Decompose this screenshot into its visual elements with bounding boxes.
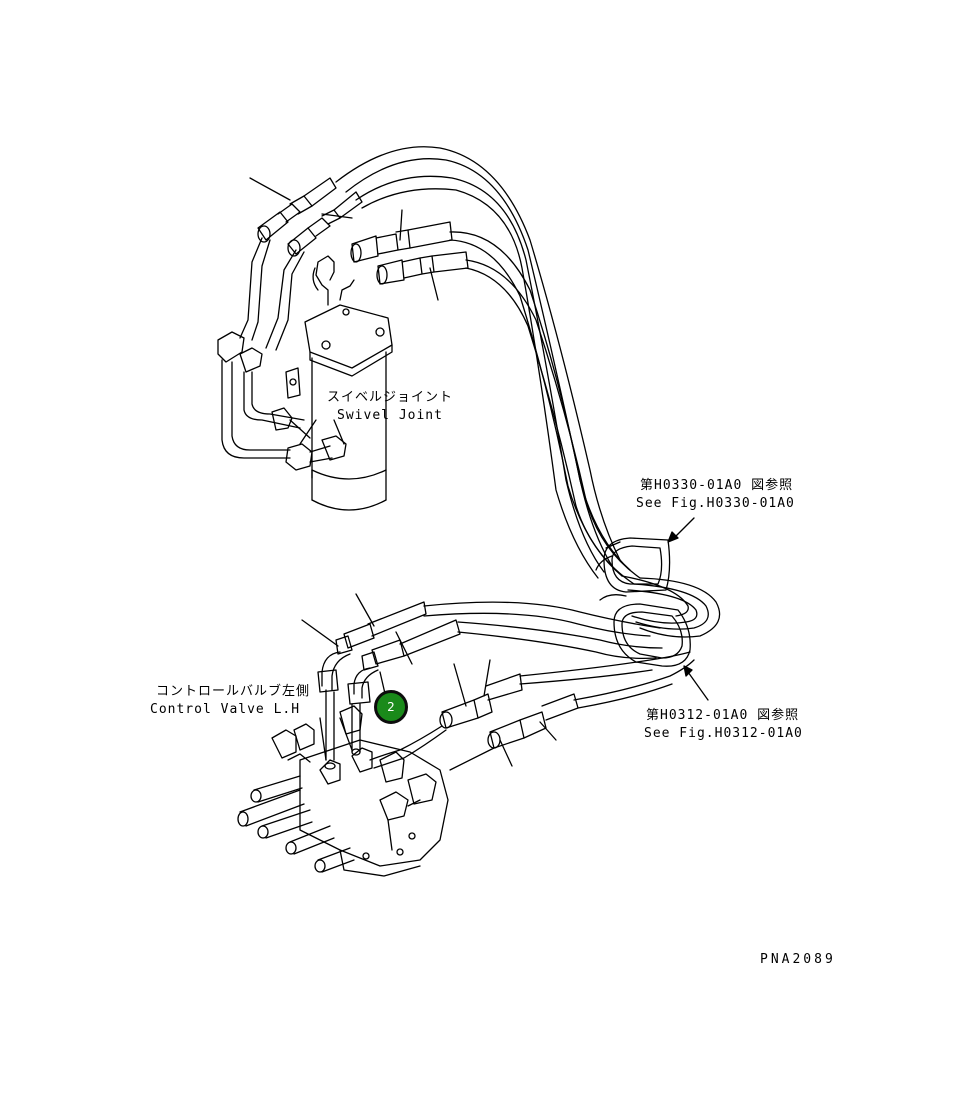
lower-hose-bundle: [317, 601, 695, 771]
reference-label-h0312-en: See Fig.H0312-01A0: [644, 726, 803, 741]
reference-label-h0312-jp: 第H0312-01A0 図参照: [646, 708, 800, 723]
control-valve-label-en: Control Valve L.H: [150, 702, 301, 717]
part-callout-2[interactable]: 2: [374, 690, 408, 724]
long-hose-bundle: [335, 146, 641, 585]
part-callout-number: 2: [387, 700, 395, 714]
swivel-joint-label-jp: スイベルジョイント: [326, 390, 453, 405]
drawing-id: PNA2089: [760, 952, 836, 967]
top-hose-fittings: [257, 177, 469, 285]
swivel-joint-drawing: [285, 255, 393, 511]
reference-label-h0330-en: See Fig.H0330-01A0: [636, 496, 795, 511]
swivel-side-hoses: [217, 237, 347, 471]
hose-clamps: [595, 537, 721, 667]
control-valve-drawing: [237, 705, 449, 877]
reference-label-h0330-jp: 第H0330-01A0 図参照: [640, 478, 794, 493]
leader-lines: [249, 177, 709, 767]
control-valve-label-jp: コントロールバルブ左側: [156, 684, 311, 699]
swivel-joint-label-en: Swivel Joint: [337, 408, 443, 423]
